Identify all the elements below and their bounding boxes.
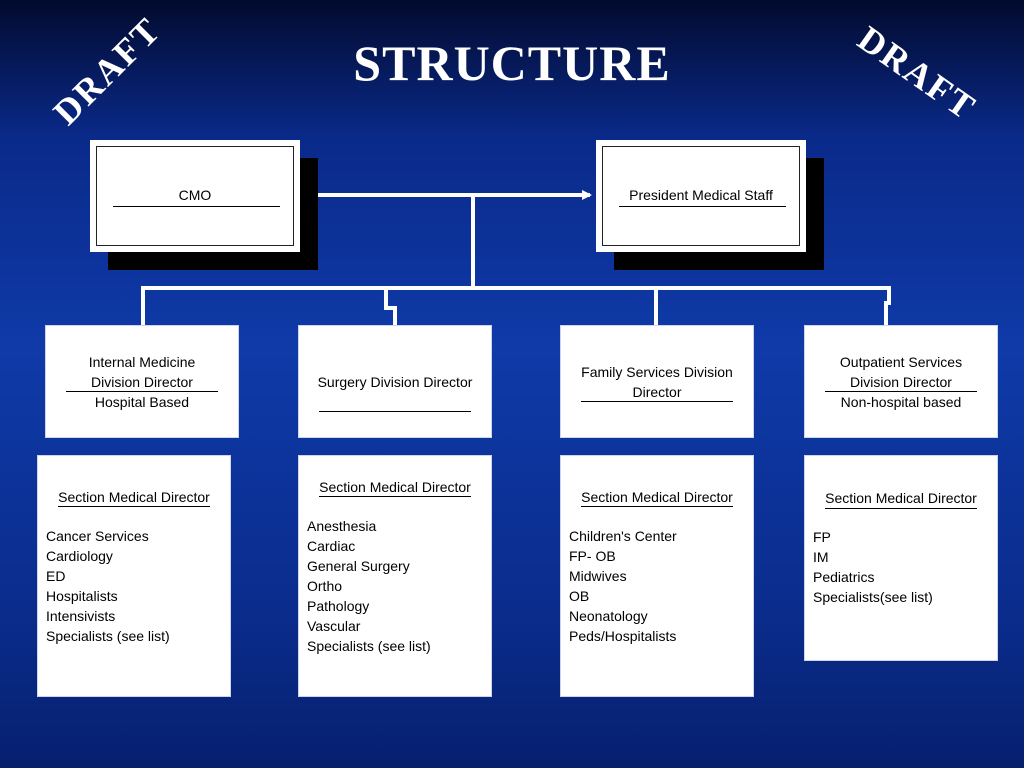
director-line2: Director <box>632 384 682 400</box>
director-line3: Hospital Based <box>94 394 190 410</box>
section-item: Intensivists <box>46 608 116 624</box>
section-item: Peds/Hospitalists <box>569 628 677 644</box>
page-title: STRUCTURE <box>353 35 671 91</box>
section-item: Neonatology <box>569 608 648 624</box>
drop-surgery <box>384 288 397 325</box>
section-item: OB <box>569 588 590 604</box>
section-header: Section Medical Director <box>581 489 733 505</box>
director-line2: Division Director <box>850 374 952 390</box>
section-item: Children's Center <box>569 528 677 544</box>
director-box-internal-medicine: Internal Medicine Division Director Hosp… <box>45 325 239 438</box>
cmo-label: CMO <box>178 187 212 203</box>
section-item: Anesthesia <box>307 518 377 534</box>
cmo-box: CMO <box>90 140 300 252</box>
section-item: Specialists (see list) <box>46 628 170 644</box>
section-item: Cardiac <box>307 538 356 554</box>
section-item: Cardiology <box>46 548 113 564</box>
section-header: Section Medical Director <box>58 489 210 505</box>
director-line2: Division Director <box>91 374 193 390</box>
president-box: President Medical Staff <box>596 140 806 252</box>
director-box-outpatient: Outpatient Services Division Director No… <box>804 325 998 438</box>
director-line1: Outpatient Services <box>839 354 963 370</box>
section-item: Specialists(see list) <box>813 589 933 605</box>
section-item: Pediatrics <box>813 569 875 585</box>
section-item: IM <box>813 549 829 565</box>
director-line1: Internal Medicine <box>88 354 196 370</box>
section-box-surgery: Section Medical Director Anesthesia Card… <box>298 455 492 697</box>
director-line1: Family Services Division <box>581 364 733 380</box>
drop-outpatient <box>884 288 891 325</box>
director-box-family-services: Family Services Division Director <box>560 325 754 438</box>
director-line3: Non-hospital based <box>840 394 962 410</box>
section-item: Midwives <box>569 568 627 584</box>
section-item: Cancer Services <box>46 528 149 544</box>
section-item: FP- OB <box>569 548 616 564</box>
section-item: Pathology <box>307 598 370 614</box>
section-item: Ortho <box>307 578 343 594</box>
section-item: ED <box>46 568 66 584</box>
section-box-outpatient: Section Medical Director FP IM Pediatric… <box>804 455 998 661</box>
section-box-internal-medicine: Section Medical Director Cancer Services… <box>37 455 231 697</box>
section-item: Vascular <box>307 618 361 634</box>
section-header: Section Medical Director <box>319 479 471 495</box>
section-item: FP <box>813 529 831 545</box>
president-label: President Medical Staff <box>629 187 773 203</box>
director-line1: Surgery Division Director <box>317 374 473 390</box>
section-item: Hospitalists <box>46 588 118 604</box>
director-box-surgery: Surgery Division Director <box>298 325 492 438</box>
section-box-family-services: Section Medical Director Children's Cent… <box>560 455 754 697</box>
section-item: Specialists (see list) <box>307 638 431 654</box>
section-item: General Surgery <box>307 558 410 574</box>
section-header: Section Medical Director <box>825 490 977 506</box>
